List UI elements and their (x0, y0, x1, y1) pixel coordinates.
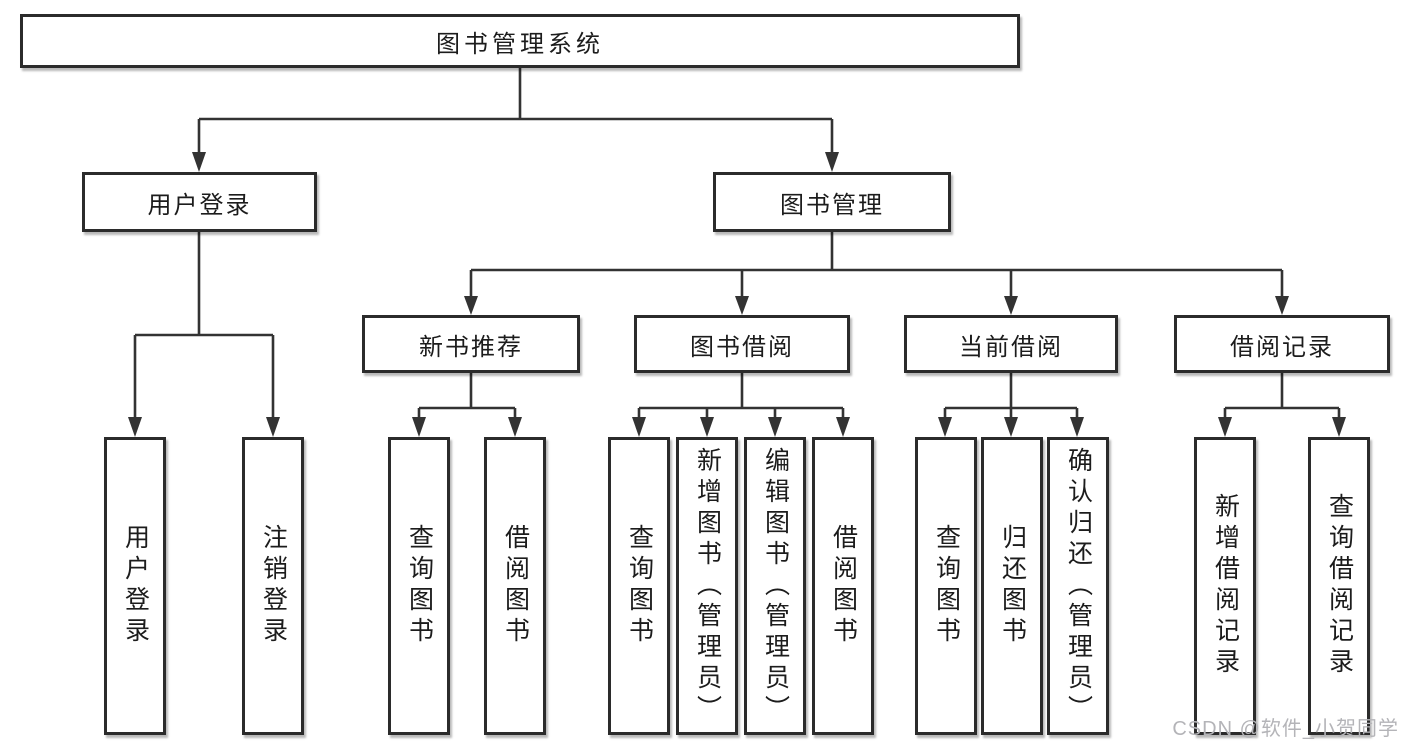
node-label: 用户登录 (147, 191, 252, 219)
leaf-label: 编辑图书（管理员） (761, 446, 790, 726)
leaf-label: 新增借阅记录 (1211, 493, 1240, 679)
leaf-label: 查询图书 (405, 524, 434, 648)
leaf-label: 注销登录 (259, 524, 288, 648)
node-label: 新书推荐 (419, 333, 523, 361)
connector-paths (133, 68, 1341, 419)
leaf-add-book-admin: 新增图书（管理员） (676, 437, 738, 735)
node-label: 借阅记录 (1230, 333, 1334, 361)
leaf-label: 确认归还（管理员） (1064, 446, 1093, 726)
node-label: 图书借阅 (690, 333, 794, 361)
arrowhead-icons (128, 152, 1346, 437)
leaf-recommend-borrow-books: 借阅图书 (484, 437, 546, 735)
leaf-query-borrow-record: 查询借阅记录 (1308, 437, 1370, 735)
leaf-label: 借阅图书 (829, 524, 858, 648)
leaf-add-borrow-record: 新增借阅记录 (1194, 437, 1256, 735)
leaf-label: 借阅图书 (501, 524, 530, 648)
leaf-label: 查询借阅记录 (1325, 493, 1354, 679)
leaf-label: 归还图书 (998, 524, 1027, 648)
leaf-return-book: 归还图书 (981, 437, 1043, 735)
node-book-management: 图书管理 (713, 172, 951, 232)
node-library-management-system: 图书管理系统 (20, 14, 1020, 68)
leaf-edit-book-admin: 编辑图书（管理员） (744, 437, 806, 735)
leaf-recommend-query-books: 查询图书 (388, 437, 450, 735)
leaf-current-query-books: 查询图书 (915, 437, 977, 735)
node-new-book-recommendation: 新书推荐 (362, 315, 580, 373)
leaf-borrow-query-books: 查询图书 (608, 437, 670, 735)
node-book-borrowing: 图书借阅 (634, 315, 850, 373)
node-label: 当前借阅 (959, 333, 1063, 361)
node-current-borrowing: 当前借阅 (904, 315, 1118, 373)
node-borrowing-records: 借阅记录 (1174, 315, 1390, 373)
csdn-watermark: CSDN @软件_小贺同学 (1172, 718, 1399, 740)
node-label: 图书管理 (780, 191, 884, 219)
leaf-user-login: 用户登录 (104, 437, 166, 735)
leaf-label: 用户登录 (121, 524, 150, 648)
node-user-login: 用户登录 (82, 172, 317, 232)
leaf-confirm-return-admin: 确认归还（管理员） (1047, 437, 1109, 735)
leaf-borrow-borrow-books: 借阅图书 (812, 437, 874, 735)
leaf-logout: 注销登录 (242, 437, 304, 735)
leaf-label: 查询图书 (625, 524, 654, 648)
node-label: 图书管理系统 (436, 30, 604, 58)
leaf-label: 查询图书 (932, 524, 961, 648)
leaf-label: 新增图书（管理员） (693, 446, 722, 726)
